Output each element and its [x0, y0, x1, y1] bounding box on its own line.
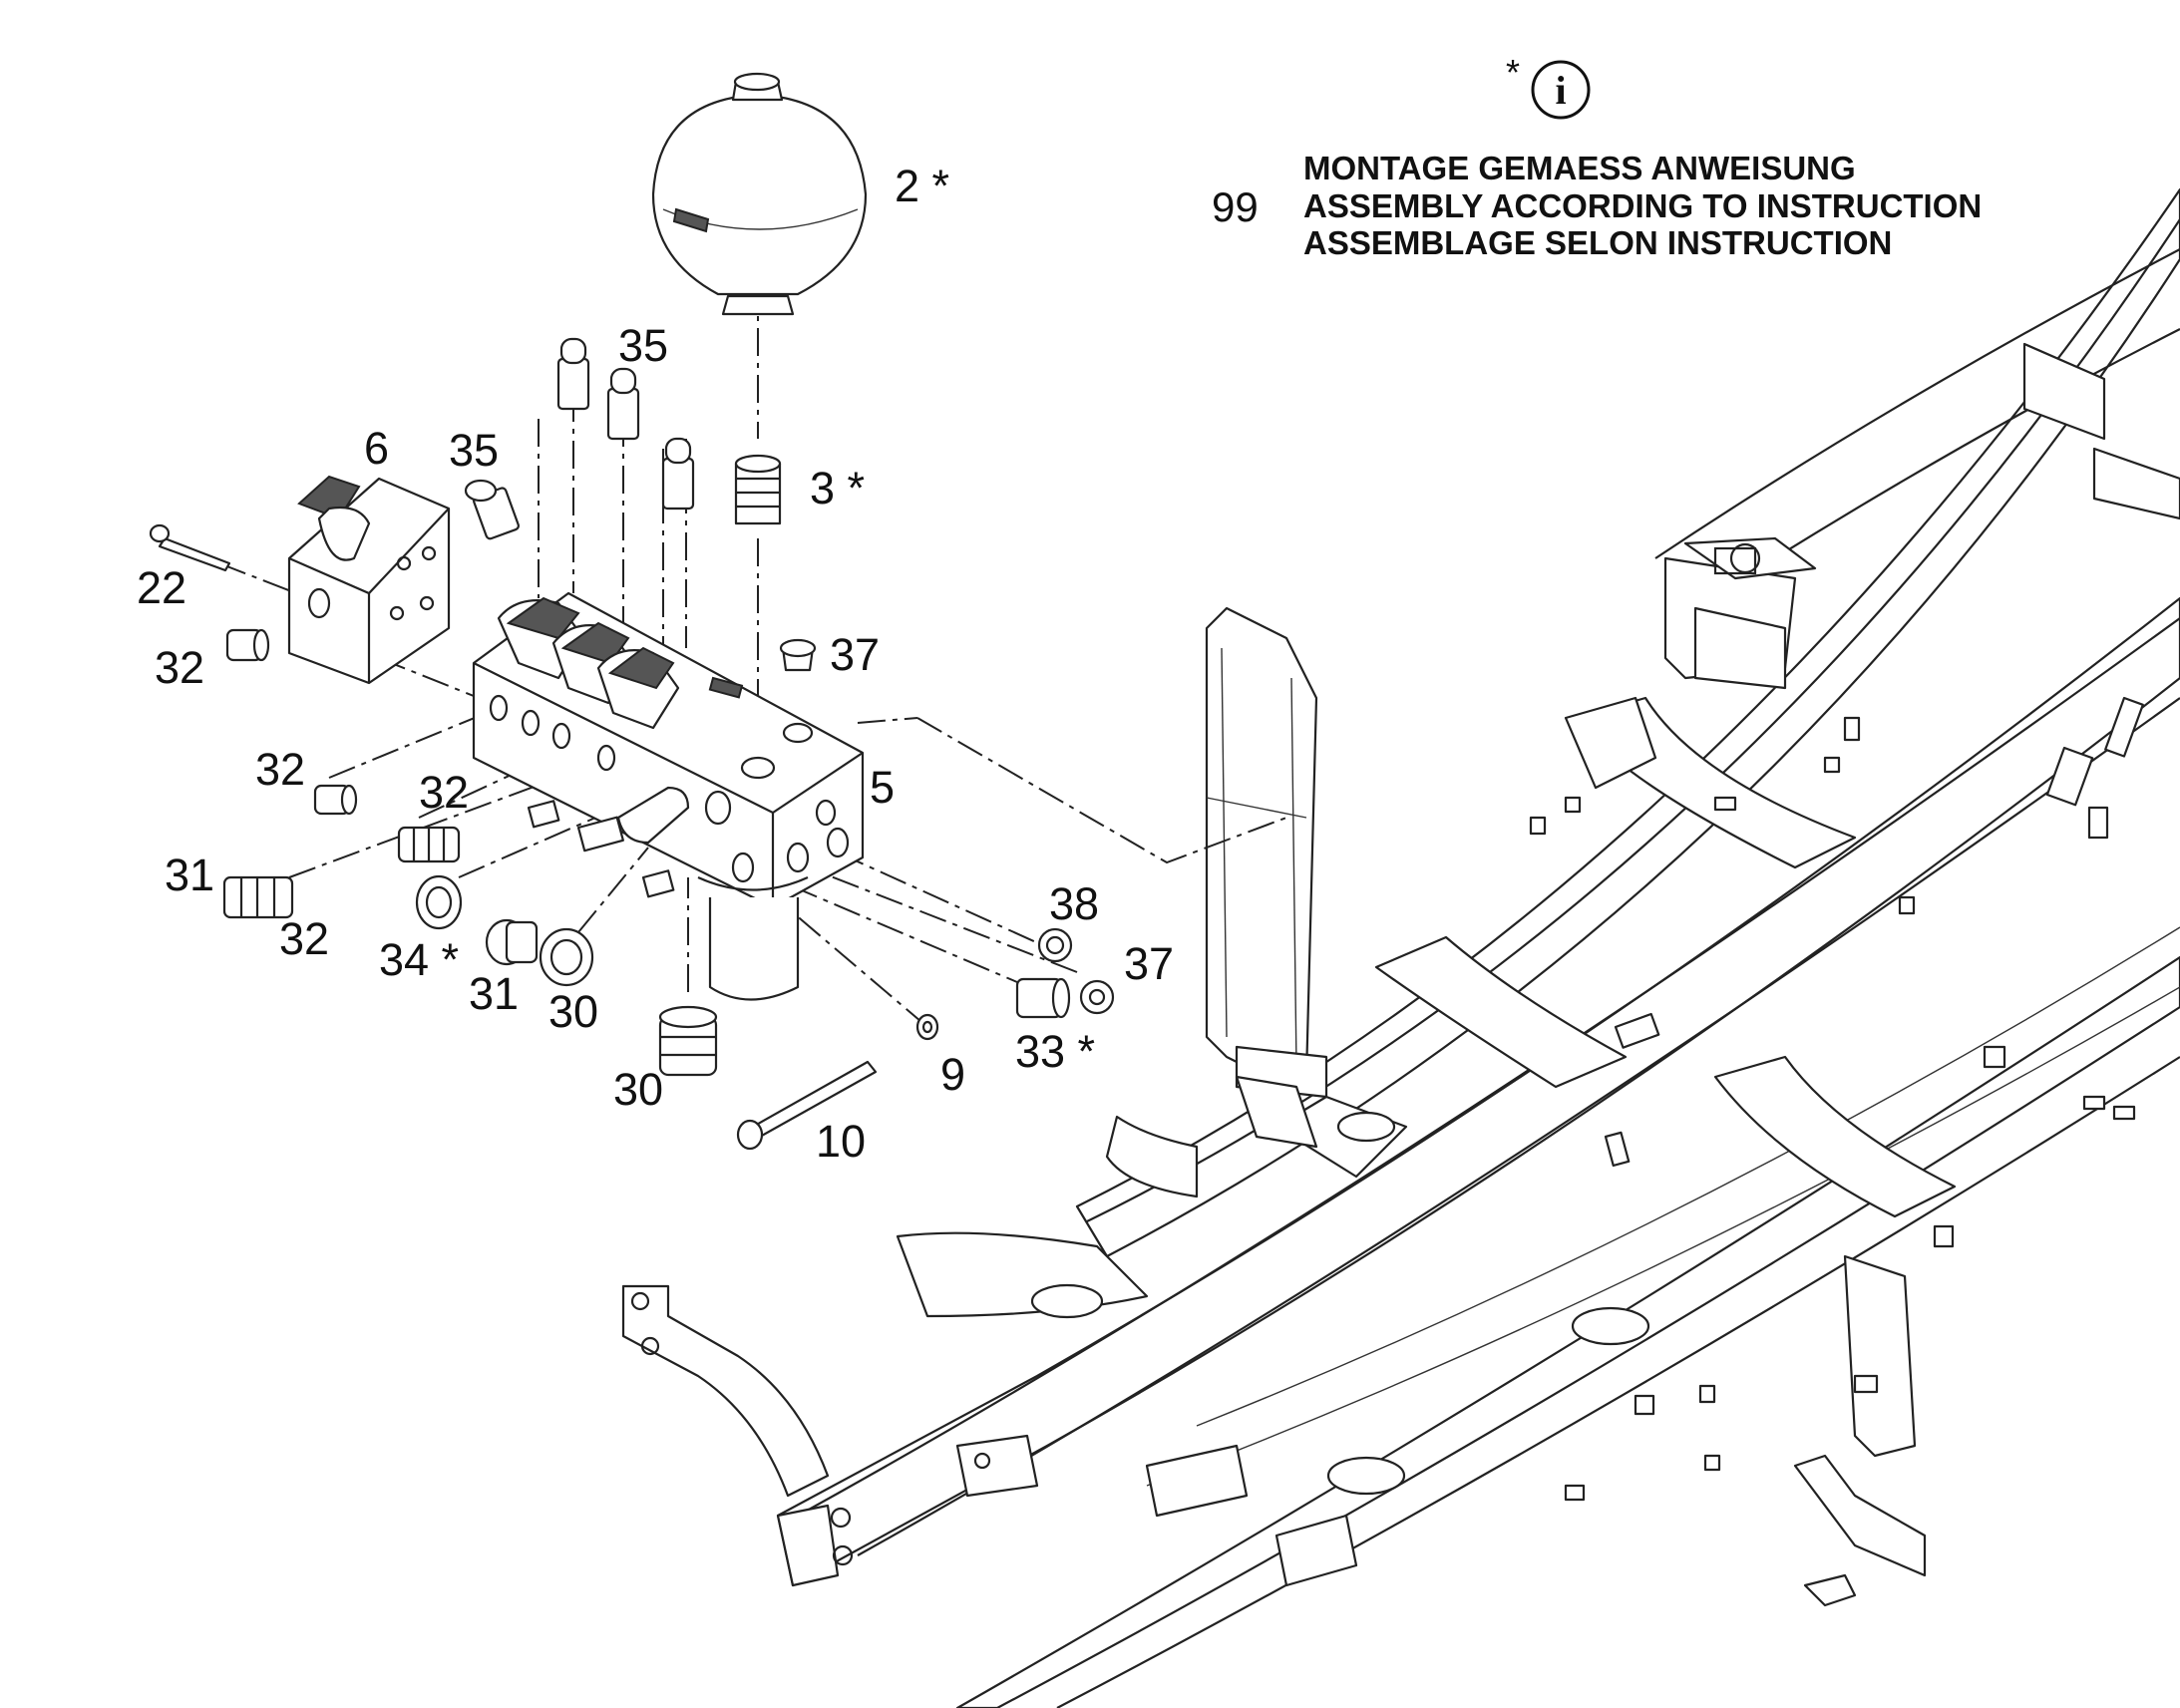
fitting-part-3 [734, 454, 782, 525]
callout-6: 6 [364, 423, 389, 474]
callout-2: 2 * [895, 161, 949, 211]
assembly-lines [218, 234, 1287, 1028]
callout-labels: 2 * 35 35 6 3 * 22 32 37 32 32 5 31 32 3… [137, 161, 1174, 1167]
callout-31-a: 31 [165, 850, 214, 900]
note-line-fr: ASSEMBLAGE SELON INSTRUCTION [1303, 224, 1892, 261]
callout-37-b: 37 [1124, 938, 1174, 989]
fitting-30-b [658, 1005, 718, 1077]
callout-3: 3 * [810, 463, 865, 513]
callout-35-a: 35 [618, 320, 668, 371]
accumulator-sphere-part-2 [651, 72, 868, 316]
vehicle-chassis-frame [621, 187, 2180, 1708]
callout-10: 10 [816, 1116, 866, 1167]
callout-35-b: 35 [449, 425, 499, 476]
callout-30-b: 30 [613, 1064, 663, 1115]
fittings-small-parts [222, 628, 1115, 1077]
fitting-37-a [779, 638, 817, 672]
callout-5: 5 [870, 762, 895, 813]
fitting-37-b [1079, 979, 1115, 1015]
callout-9: 9 [940, 1049, 965, 1100]
callout-32-c: 32 [419, 767, 469, 818]
washer-part-9 [915, 1013, 939, 1041]
callout-37-a: 37 [830, 629, 880, 680]
fitting-30-a [539, 927, 594, 987]
callout-31-b: 31 [469, 968, 519, 1019]
note-item-number: 99 [1212, 183, 1259, 230]
callout-32-a: 32 [155, 642, 204, 693]
note-line-de: MONTAGE GEMAESS ANWEISUNG [1303, 150, 1856, 186]
fitting-33 [1015, 977, 1071, 1019]
note-asterisk: * [1506, 52, 1520, 93]
callout-34: 34 * [379, 934, 459, 985]
info-icon-glyph: i [1555, 68, 1566, 113]
fitting-31-b [485, 918, 539, 966]
valve-block-part-6 [287, 475, 451, 685]
fitting-32-a [225, 628, 270, 662]
callout-30-a: 30 [548, 986, 598, 1037]
fitting-38 [1037, 927, 1073, 963]
callout-38: 38 [1049, 878, 1099, 929]
callout-32-d: 32 [279, 913, 329, 964]
callout-22: 22 [137, 562, 186, 613]
fitting-32-b [313, 784, 358, 816]
main-manifold-part-5 [472, 591, 865, 1001]
fitting-32-c [397, 826, 461, 863]
assembly-note: * i 99 MONTAGE GEMAESS ANWEISUNG ASSEMBL… [1212, 52, 1982, 261]
fitting-34 [415, 874, 463, 930]
pressure-switches-part-35 [464, 337, 695, 540]
bolt-part-22 [149, 523, 231, 572]
note-line-en: ASSEMBLY ACCORDING TO INSTRUCTION [1303, 187, 1982, 224]
callout-32-b: 32 [255, 744, 305, 795]
fitting-31-a [222, 875, 294, 919]
bolt-part-10 [736, 1060, 878, 1151]
info-icon: i [1531, 60, 1591, 120]
callout-33: 33 * [1015, 1026, 1095, 1077]
